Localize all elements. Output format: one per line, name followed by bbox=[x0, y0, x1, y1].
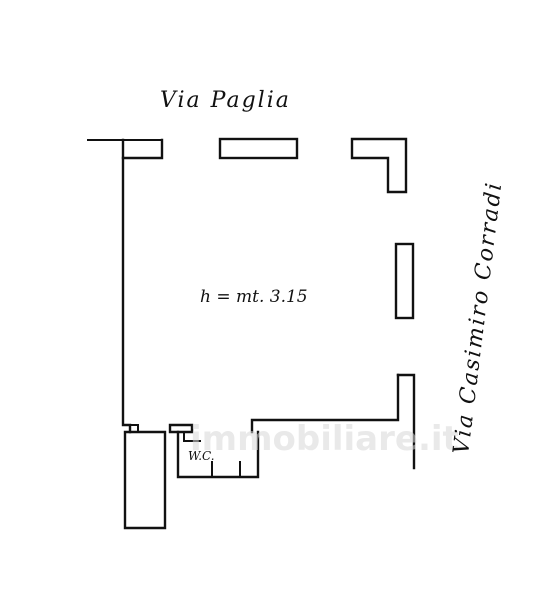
watermark-text: immobiliare.it bbox=[190, 419, 459, 459]
wc-door-frame bbox=[168, 423, 194, 434]
wc-door-leaf bbox=[183, 431, 201, 442]
street-label-top: Via Paglia bbox=[160, 88, 291, 113]
west-wall-upper bbox=[121, 156, 132, 434]
north-wall bbox=[87, 137, 408, 194]
north-east-corner-pier bbox=[350, 137, 408, 194]
south-wall bbox=[250, 373, 400, 434]
wc-fixtures bbox=[211, 461, 241, 478]
east-wall bbox=[250, 242, 416, 470]
ceiling-height-label: h = mt. 3.15 bbox=[200, 287, 308, 307]
wc-label: W.C. bbox=[188, 449, 215, 463]
west-wall-lower-block bbox=[123, 430, 167, 530]
west-wall-notch bbox=[129, 424, 139, 433]
east-wall-lower-jamb bbox=[396, 373, 416, 470]
north-wall-left-pier bbox=[121, 138, 164, 160]
east-wall-middle-pier bbox=[394, 242, 415, 320]
wc-walls bbox=[176, 430, 260, 479]
north-wall-center-pier bbox=[218, 137, 299, 160]
wc-room bbox=[168, 423, 260, 479]
west-wall bbox=[121, 156, 167, 530]
street-label-right: Via Casimiro Corradi bbox=[449, 180, 507, 456]
